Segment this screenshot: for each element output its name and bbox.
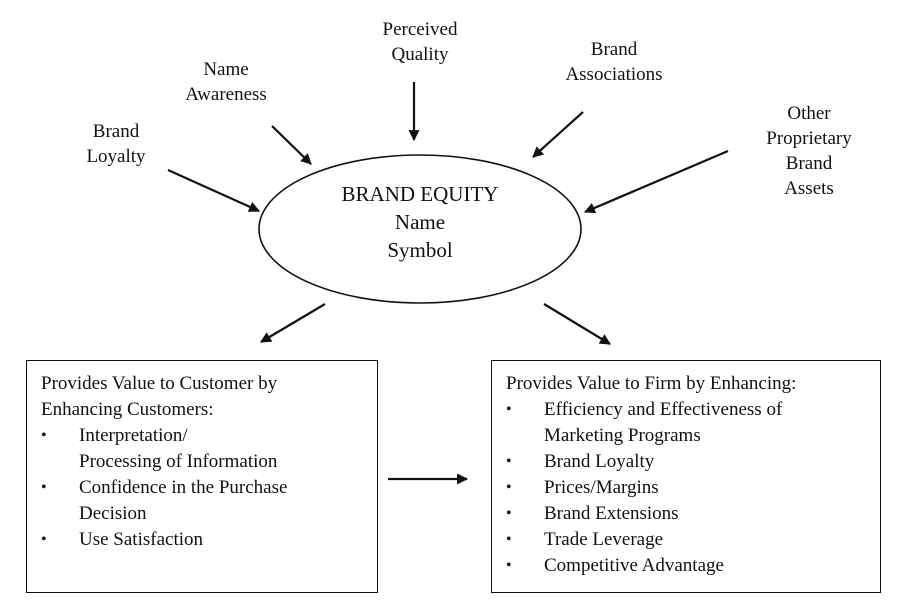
list-item-text: Prices/Margins [544,477,659,498]
list-item: • Brand Extensions [506,501,868,527]
brand-equity-symbol: Symbol [387,238,453,262]
firm-benefits-list: • Efficiency and Effectiveness of Marketi… [506,397,868,579]
list-item-text: Confidence in the Purchase Decision [79,477,288,524]
firm-value-box: Provides Value to Firm by Enhancing: • Ef… [491,360,881,593]
brand-equity-label: BRAND EQUITY Name Symbol [342,180,499,264]
list-item: • Competitive Advantage [506,553,868,579]
arrow-to-firm-box [543,303,611,345]
label-brand-associations: Brand Associations [565,39,663,85]
list-item: • Brand Loyalty [506,449,868,475]
list-item: • Interpretation/ Processing of Informati… [41,423,365,475]
list-item-text: Efficiency and Effectiveness of Marketin… [544,399,783,446]
bullet-icon: • [41,531,47,548]
label-brand-loyalty: Brand Loyalty [86,121,146,167]
list-item: • Trade Leverage [506,527,868,553]
list-item-text: Brand Extensions [544,503,679,524]
bullet-icon: • [506,401,512,418]
list-item: • Efficiency and Effectiveness of Marketi… [506,397,868,449]
label-perceived-quality: Perceived Quality [382,19,458,65]
list-item-text: Interpretation/ Processing of Informatio… [79,425,278,472]
arrow-name-awareness [271,125,312,165]
bullet-icon: • [506,453,512,470]
arrow-other-assets [583,149,729,214]
brand-equity-title: BRAND EQUITY [341,182,499,206]
arrow-brand-loyalty [167,168,261,213]
list-item-text: Competitive Advantage [544,555,724,576]
bullet-icon: • [41,479,47,496]
list-item-text: Use Satisfaction [79,529,204,550]
firm-box-heading: Provides Value to Firm by Enhancing: [506,373,797,394]
brand-equity-ellipse [258,154,582,304]
arrow-brand-associations [532,111,584,158]
bullet-icon: • [41,427,47,444]
list-item: • Confidence in the Purchase Decision [41,475,365,527]
bullet-icon: • [506,505,512,522]
customer-benefits-list: • Interpretation/ Processing of Informati… [41,423,365,553]
list-item-text: Brand Loyalty [544,451,655,472]
list-item-text: Trade Leverage [544,529,664,550]
bullet-icon: • [506,479,512,496]
customer-value-box: Provides Value to Customer by Enhancing … [26,360,378,593]
bullet-icon: • [506,531,512,548]
list-item: • Prices/Margins [506,475,868,501]
label-other-assets: Other Proprietary Brand Assets [766,103,852,199]
label-name-awareness: Name Awareness [185,59,267,105]
bullet-icon: • [506,557,512,574]
arrow-to-customer-box [260,303,326,343]
list-item: • Use Satisfaction [41,527,365,553]
customer-box-heading: Provides Value to Customer by Enhancing … [41,373,278,420]
brand-equity-name: Name [394,210,446,234]
